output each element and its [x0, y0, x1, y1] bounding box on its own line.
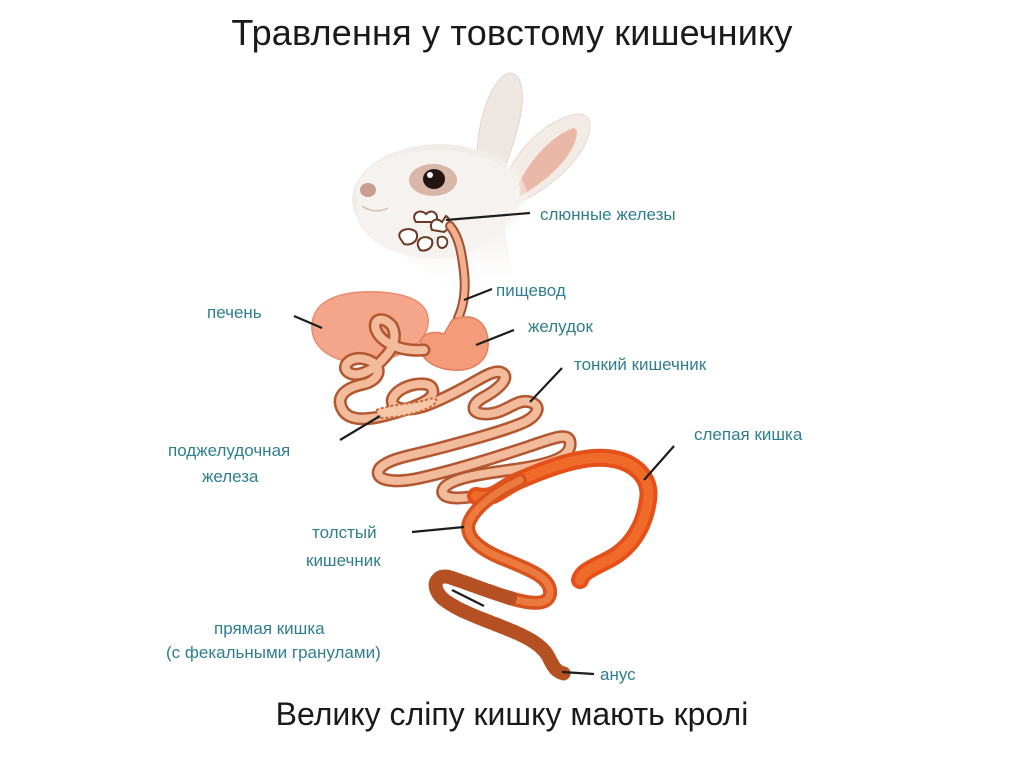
label-esophagus: пищевод — [496, 281, 566, 300]
label-pancreas-line2: железа — [202, 467, 259, 486]
label-rectum-line1: прямая кишка — [214, 619, 325, 638]
small-intestine — [333, 313, 577, 505]
label-salivary-glands: слюнные железы — [540, 205, 676, 224]
label-rectum-line2: (с фекальными гранулами) — [166, 643, 381, 662]
label-pancreas-line1: поджелудочная — [168, 441, 290, 460]
pancreas — [374, 397, 438, 420]
label-cecum: слепая кишка — [694, 425, 803, 444]
slide-caption: Велику сліпу кишку мають кролі — [275, 696, 749, 732]
label-liver: печень — [207, 303, 262, 322]
rabbit-nose — [360, 183, 376, 197]
rabbit-ear-inner — [516, 128, 577, 196]
rectum — [428, 569, 573, 681]
stomach — [419, 316, 489, 371]
label-small-intestine: тонкий кишечник — [574, 355, 707, 374]
salivary-glands — [398, 210, 451, 252]
diagram-labels: слюнные железы пищевод печень желудок то… — [166, 205, 803, 684]
label-large-intestine-line2: кишечник — [306, 551, 381, 570]
label-large-intestine-line1: толстый — [312, 523, 377, 542]
label-stomach: желудок — [528, 317, 593, 336]
rabbit-eye — [423, 169, 445, 189]
slide-title: Травлення у товстому кишечнику — [231, 12, 793, 53]
leader-lines — [293, 211, 675, 676]
cecum-and-large-intestine — [461, 448, 658, 610]
label-anus: анус — [600, 665, 636, 684]
rabbit-head — [352, 72, 591, 300]
